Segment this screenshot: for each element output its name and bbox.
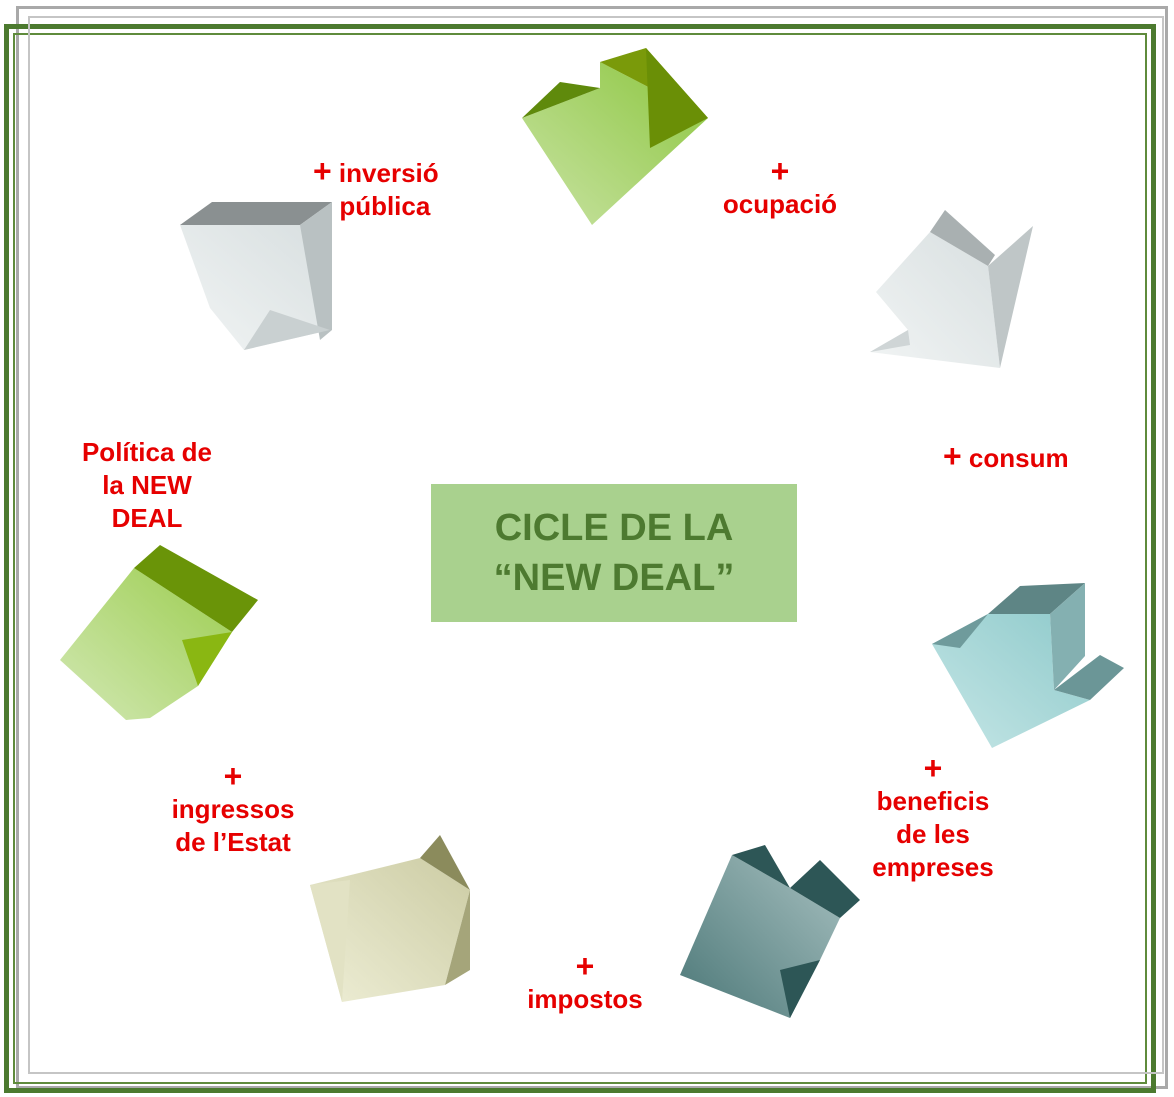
arrow-bottom-khaki xyxy=(310,835,470,1002)
node-beneficis: + beneficis de les empreses xyxy=(872,752,994,882)
arrow-right-teal xyxy=(932,583,1124,748)
node-ocupacio: + ocupació xyxy=(722,153,838,220)
node-politica: Política de la NEW DEAL xyxy=(81,437,213,533)
frame-green-inner xyxy=(13,33,1147,1084)
arrow-bottom-dark-teal xyxy=(680,845,860,1018)
arrow-upper-left-silver xyxy=(180,202,332,350)
node-consum: + consum xyxy=(943,438,1069,474)
arrow-top-green xyxy=(522,48,708,225)
node-inversio: + inversió pública xyxy=(313,153,439,222)
frame-gray-inner xyxy=(28,16,1164,1074)
center-title-box: CICLE DE LA “NEW DEAL” xyxy=(431,484,797,622)
node-impostos: + impostos xyxy=(527,948,643,1015)
center-title-line-1: CICLE DE LA xyxy=(494,507,734,549)
arrow-left-green xyxy=(60,545,258,720)
node-ingressos: + ingressos de l’Estat xyxy=(171,758,295,858)
frame-green-outer xyxy=(4,24,1156,1093)
center-title-line-2: “NEW DEAL” xyxy=(493,557,735,599)
frame-gray-outer xyxy=(16,6,1168,1089)
arrow-right-silver xyxy=(870,210,1033,368)
